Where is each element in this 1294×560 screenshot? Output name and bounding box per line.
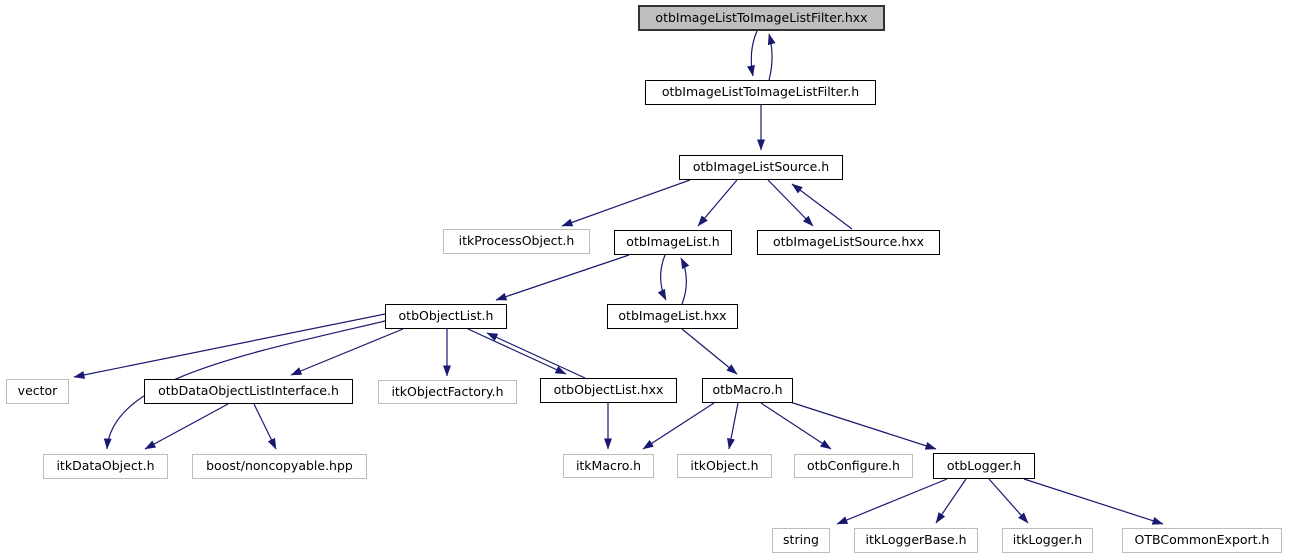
edge-otbImageList_h-to-otbImageList_hxx [657, 254, 667, 301]
edge-otbLogger_h-to-string [836, 478, 948, 525]
edge-otbObjectList_h-to-otbDataObjectListInterface_h [290, 328, 404, 376]
graph-node-otbImageListToImageListFilter_h[interactable]: otbImageListToImageListFilter.h [645, 80, 876, 105]
graph-node-otbObjectList_hxx[interactable]: otbObjectList.hxx [540, 378, 677, 403]
edge-otbObjectList_hxx-to-otbObjectList_h [486, 332, 586, 379]
edge-otbMacro_h-to-itkObject_h [727, 402, 739, 450]
graph-node-otbImageListSource_h[interactable]: otbImageListSource.h [679, 155, 843, 180]
edge-otbMacro_h-to-otbLogger_h [789, 401, 937, 450]
edge-otbObjectList_h-to-itkDataObject_h [103, 320, 386, 450]
edge-otbMacro_h-to-itkMacro_h [642, 402, 715, 450]
edge-otbLogger_h-to-OTBCommonExport_h [1023, 478, 1164, 525]
edge-otbImageListToImageListFilter_h-to-otbImageListToImageListFilter_hxx [767, 33, 776, 81]
graph-node-itkObject_h: itkObject.h [677, 454, 772, 478]
edge-otbImageListSource_hxx-to-otbImageListSource_h [791, 183, 853, 230]
edge-otbDataObjectListInterface_h-to-itkDataObject_h [144, 403, 229, 450]
edge-otbMacro_h-to-otbConfigure_h [760, 402, 832, 450]
edge-otbImageList_hxx-to-otbImageList_h [680, 257, 690, 305]
edge-otbImageListSource_h-to-otbImageListSource_hxx [767, 179, 814, 227]
edge-otbImageList_hxx-to-otbMacro_h [681, 328, 738, 375]
edge-otbImageListSource_h-to-itkProcessObject_h [561, 179, 691, 227]
graph-node-itkProcessObject_h: itkProcessObject.h [443, 229, 590, 254]
edge-otbImageListToImageListFilter_hxx-to-otbImageListToImageListFilter_h [747, 30, 758, 77]
edge-otbLogger_h-to-itkLoggerBase_h [935, 478, 967, 524]
graph-node-otbImageListSource_hxx[interactable]: otbImageListSource.hxx [757, 230, 940, 255]
graph-node-OTBCommonExport_h: OTBCommonExport.h [1122, 528, 1282, 553]
graph-node-vector: vector [6, 379, 69, 404]
edge-otbLogger_h-to-itkLogger_h [988, 478, 1029, 524]
graph-node-otbImageListToImageListFilter_hxx: otbImageListToImageListFilter.hxx [638, 5, 885, 31]
graph-node-itkDataObject_h: itkDataObject.h [43, 454, 168, 479]
edge-otbObjectList_h-to-otbObjectList_hxx [467, 328, 567, 375]
graph-node-otbImageList_hxx[interactable]: otbImageList.hxx [607, 304, 738, 329]
graph-node-otbDataObjectListInterface_h[interactable]: otbDataObjectListInterface.h [144, 379, 353, 404]
graph-node-itkObjectFactory_h: itkObjectFactory.h [378, 380, 517, 404]
graph-node-itkLogger_h: itkLogger.h [1002, 528, 1093, 553]
graph-node-string: string [772, 528, 830, 553]
graph-node-boost_noncopyable_hpp: boost/noncopyable.hpp [192, 454, 367, 479]
graph-node-otbImageList_h[interactable]: otbImageList.h [614, 230, 732, 255]
graph-node-itkLoggerBase_h: itkLoggerBase.h [854, 528, 978, 553]
graph-node-itkMacro_h: itkMacro.h [563, 454, 654, 478]
graph-node-otbObjectList_h[interactable]: otbObjectList.h [385, 304, 507, 329]
graph-node-otbConfigure_h: otbConfigure.h [794, 454, 913, 478]
edge-otbObjectList_h-to-vector [73, 313, 386, 379]
edge-otbImageList_h-to-otbObjectList_h [495, 254, 630, 301]
edge-otbImageListSource_h-to-otbImageList_h [697, 179, 738, 227]
graph-node-otbLogger_h[interactable]: otbLogger.h [933, 453, 1035, 479]
edge-otbDataObjectListInterface_h-to-boost_noncopyable_hpp [253, 403, 277, 450]
graph-node-otbMacro_h[interactable]: otbMacro.h [702, 378, 793, 403]
